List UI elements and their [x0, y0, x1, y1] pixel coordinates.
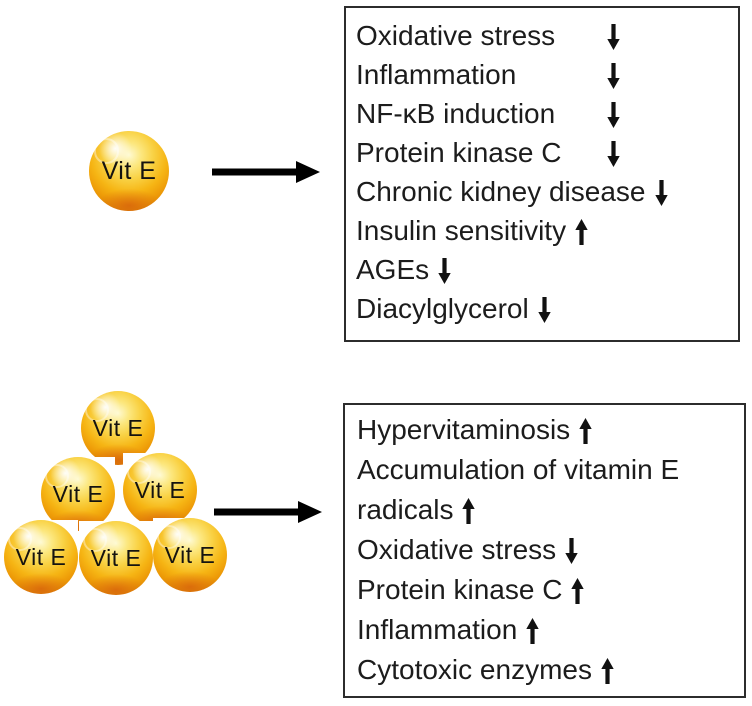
- trend-arrow-icon: [579, 418, 592, 444]
- vit-e-molecule-pyramid-mid-right: Vit E: [123, 453, 197, 527]
- right-arrow-icon: [212, 160, 320, 184]
- trend-arrow-icon: [526, 618, 539, 644]
- trend-arrow-icon: [607, 141, 620, 167]
- vit-e-ball: Vit E: [89, 131, 169, 211]
- effect-row: NF-κB induction: [356, 94, 732, 133]
- vit-e-molecule-single: Vit E: [89, 131, 169, 211]
- trend-arrow-icon: [607, 102, 620, 128]
- vit-e-ball: Vit E: [81, 391, 155, 465]
- trend-arrow-icon: [575, 219, 588, 245]
- effect-label: Protein kinase C: [357, 574, 563, 605]
- effect-label: Chronic kidney disease: [356, 176, 646, 207]
- vit-e-label: Vit E: [164, 541, 216, 568]
- effect-label: Inflammation: [356, 59, 517, 90]
- vit-e-molecule-pyramid-bottom-right: Vit E: [153, 518, 227, 592]
- effect-label: Hypervitaminosis: [357, 414, 571, 445]
- effect-row: Hypervitaminosis: [357, 410, 738, 450]
- effect-row: Cytotoxic enzymes: [357, 650, 738, 690]
- vit-e-ball: Vit E: [153, 518, 227, 592]
- vit-e-ball: Vit E: [4, 520, 78, 594]
- effect-label: Oxidative stress: [357, 534, 557, 565]
- effect-row: Protein kinase C: [357, 570, 738, 610]
- vit-e-label: Vit E: [90, 544, 142, 571]
- trend-arrow-icon: [654, 180, 668, 206]
- trend-arrow-icon: [601, 658, 614, 684]
- trend-arrow-icon: [438, 258, 451, 284]
- vit-e-label: Vit E: [52, 480, 104, 507]
- vit-e-molecule-pyramid-bottom-left: Vit E: [4, 520, 78, 594]
- effect-row: Insulin sensitivity: [356, 211, 732, 250]
- effect-row: AGEs: [356, 250, 732, 289]
- vit-e-label: Vit E: [15, 543, 67, 570]
- effect-label: Insulin sensitivity: [356, 215, 567, 246]
- effect-row: Inflammation: [357, 610, 738, 650]
- vit-e-ball: Vit E: [41, 457, 115, 531]
- effect-row: Oxidative stress: [356, 16, 732, 55]
- effect-label: Oxidative stress: [356, 20, 556, 51]
- effect-row: Protein kinase C: [356, 133, 732, 172]
- effect-label: Inflammation: [357, 614, 518, 645]
- effect-row: Oxidative stress: [357, 530, 738, 570]
- trend-arrow-icon: [607, 63, 620, 89]
- effect-label: Cytotoxic enzymes: [357, 654, 592, 685]
- effect-row: Accumulation of vitamin E radicals: [357, 450, 738, 530]
- vit-e-molecule-pyramid-top: Vit E: [81, 391, 155, 465]
- effect-label: NF-κB induction: [356, 98, 556, 129]
- trend-arrow-icon: [571, 578, 585, 604]
- effect-row: Diacylglycerol: [356, 289, 732, 328]
- vit-e-molecule-pyramid-mid-left: Vit E: [41, 457, 115, 531]
- vit-e-ball: Vit E: [79, 521, 153, 595]
- vit-e-label: Vit E: [101, 156, 157, 185]
- right-arrow-icon: [214, 500, 322, 524]
- effect-label: Diacylglycerol: [356, 293, 529, 324]
- vit-e-label: Vit E: [92, 414, 144, 441]
- effect-row: Inflammation: [356, 55, 732, 94]
- vit-e-molecule-pyramid-bottom-middle: Vit E: [79, 521, 153, 595]
- effect-label: Protein kinase C: [356, 137, 562, 168]
- effect-label: AGEs: [356, 254, 430, 285]
- trend-arrow-icon: [607, 24, 620, 50]
- trend-arrow-icon: [565, 538, 578, 564]
- trend-arrow-icon: [462, 498, 476, 524]
- trend-arrow-icon: [538, 297, 551, 323]
- effect-label: Accumulation of vitamin E radicals: [357, 454, 680, 525]
- vit-e-ball: Vit E: [123, 453, 197, 527]
- effect-row: Chronic kidney disease: [356, 172, 732, 211]
- vit-e-label: Vit E: [134, 476, 186, 503]
